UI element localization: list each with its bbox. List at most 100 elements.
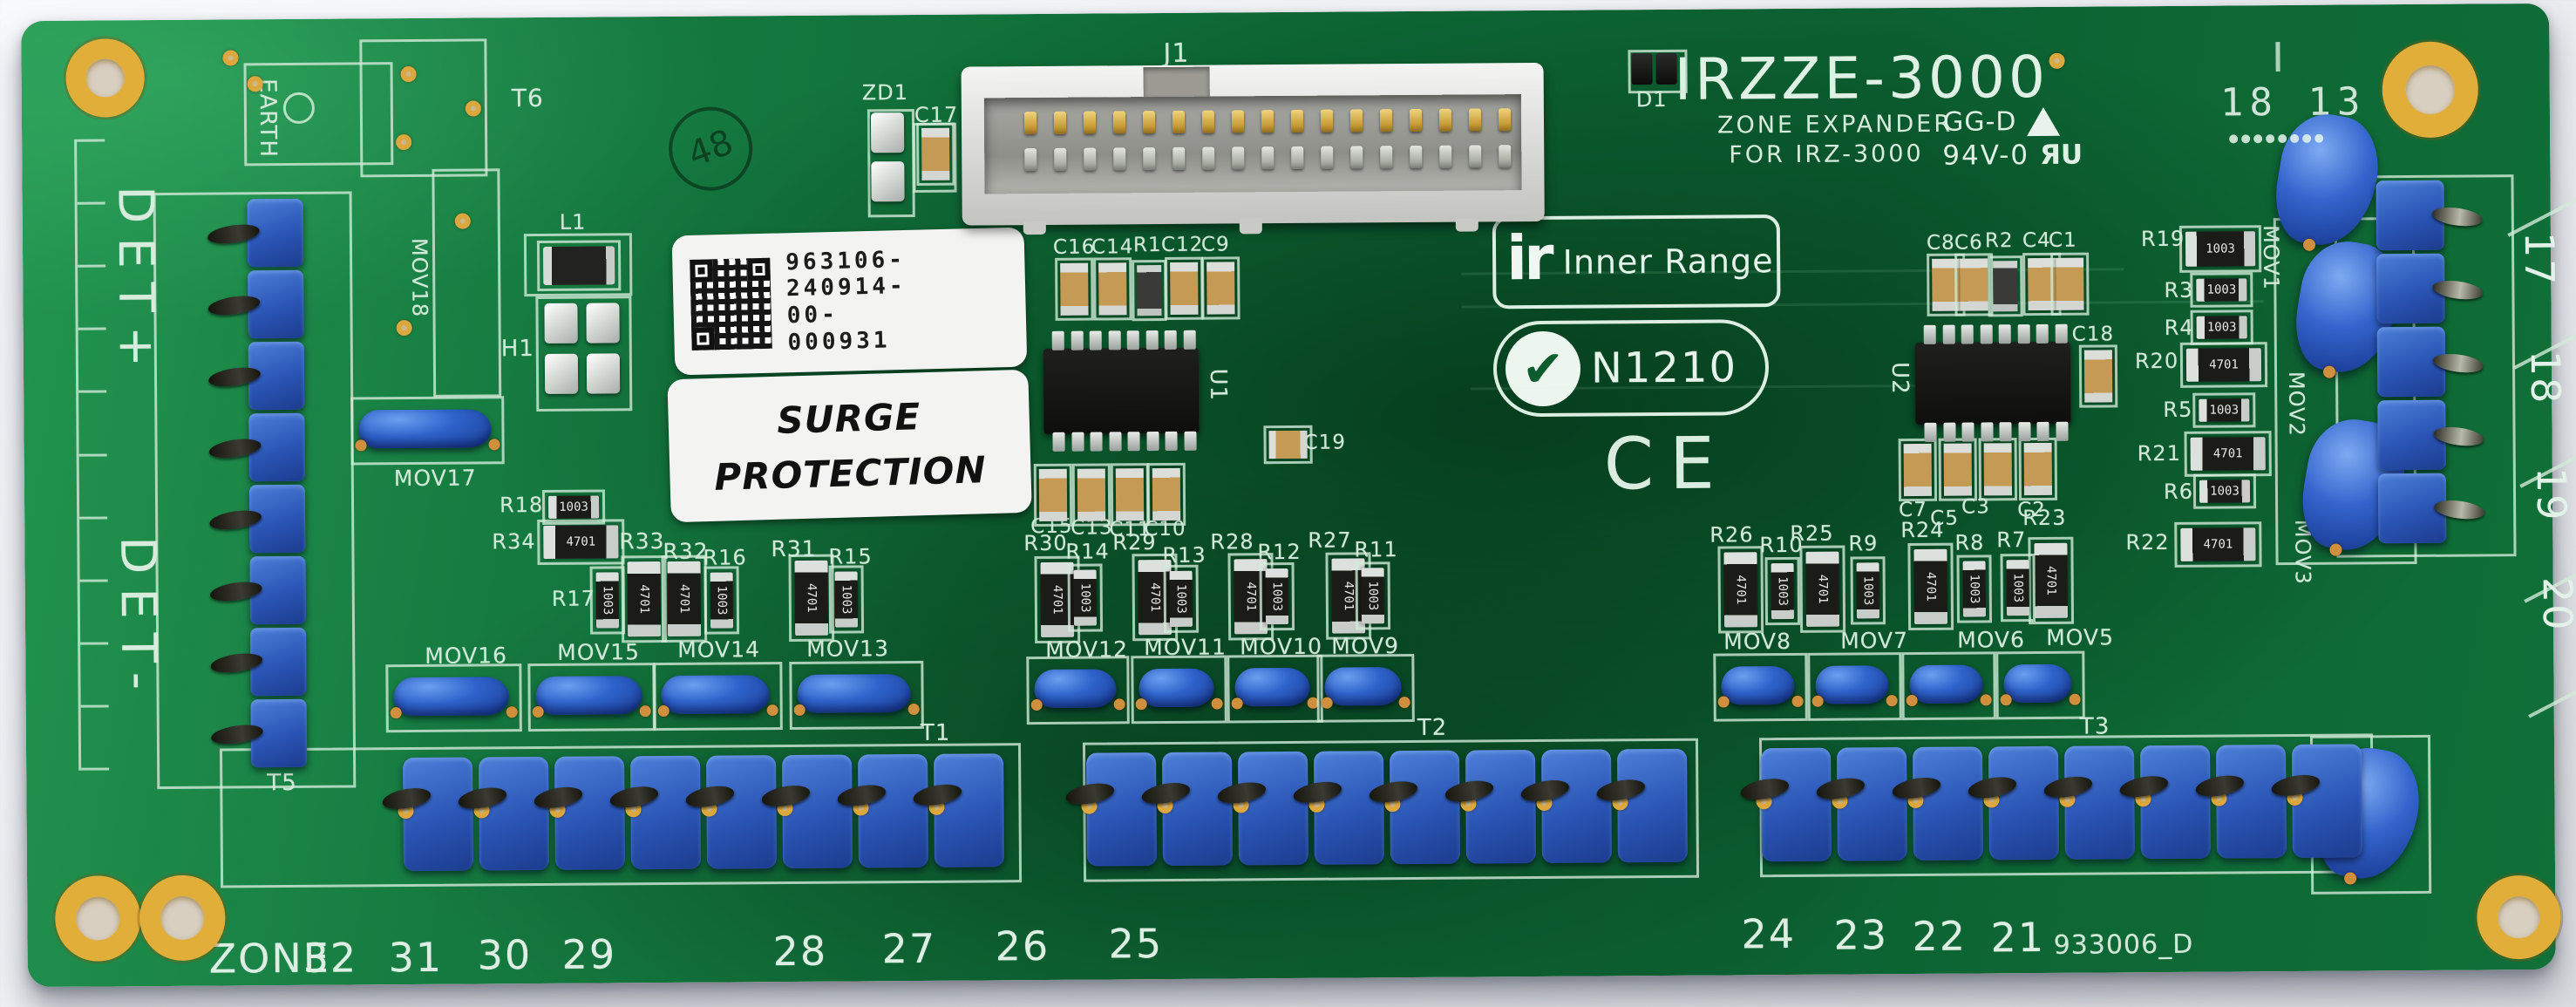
qr-finder-icon — [691, 327, 715, 350]
capacitor-body — [1983, 443, 2013, 496]
silk-bracket-tick — [79, 516, 108, 520]
silk-label: C1 — [2048, 228, 2077, 252]
silk-label: R23 — [2022, 505, 2067, 531]
silk-dot — [2302, 133, 2312, 143]
mov-cell — [789, 660, 924, 731]
silk-label: MOV5 — [2046, 624, 2115, 650]
terminal-block — [1367, 750, 1460, 865]
inner-range-brand: Inner Range — [1562, 242, 1774, 282]
smd-resistor: 1003 — [2192, 473, 2257, 509]
ic-pin — [1923, 324, 1936, 344]
connector-pin — [1468, 108, 1482, 132]
mov-cell — [385, 663, 522, 733]
terminal-block — [380, 757, 473, 872]
connector-pin — [1261, 110, 1274, 133]
ic-pin — [1090, 432, 1103, 452]
ic-pin — [1942, 422, 1956, 442]
terminal-block — [532, 756, 625, 870]
smd-resistor: 1003 — [1259, 561, 1295, 631]
terminal-pin — [1064, 779, 1116, 808]
connector-pin — [1172, 110, 1186, 133]
silk-label: 32 — [302, 934, 358, 982]
mounting-hole — [139, 874, 226, 962]
c-tick-icon: ✔ — [1505, 330, 1581, 407]
mounting-hole — [65, 38, 145, 118]
terminal-block — [1291, 751, 1384, 865]
connector-pin — [1113, 147, 1126, 171]
compliance-mark-text: GG-D — [1942, 106, 2017, 138]
ic-pin — [1942, 324, 1955, 344]
smd-capacitor — [1033, 463, 1073, 527]
mov-lead-dot — [2000, 694, 2012, 706]
ic-pin — [1183, 330, 1196, 350]
mov-cell — [1901, 651, 1996, 721]
terminal-block — [2375, 180, 2484, 251]
mov-varistor — [1815, 665, 1889, 704]
ic-pin — [1145, 432, 1159, 452]
connector-pin — [1202, 146, 1215, 170]
silk-label: MOV2 — [2284, 371, 2309, 437]
mov-lead-dot — [2302, 238, 2316, 251]
smd-resistor: 1003 — [2192, 392, 2256, 428]
connector-pin — [1410, 145, 1423, 169]
silk-outline — [432, 168, 502, 398]
silk-label: T6 — [511, 83, 544, 113]
ic-pin — [1980, 422, 1994, 442]
silk-label: R8 — [1954, 530, 1985, 555]
silk-label: R30 — [1023, 530, 1068, 556]
ic-pin — [1089, 330, 1102, 350]
terminal-block — [835, 753, 928, 868]
serial-number: 963106- 240914- 00- 000931 — [785, 247, 908, 357]
serial-label: 963106- 240914- 00- 000931 — [671, 227, 1028, 376]
mov-varistor — [1138, 668, 1214, 708]
silk-bracket-tick — [80, 642, 109, 645]
resistor-marking: 4701 — [2209, 357, 2239, 372]
silk-label: MOV17 — [393, 465, 477, 492]
silk-label: H1 — [500, 336, 535, 363]
terminal-block — [1443, 750, 1536, 864]
resistor-marking: 1003 — [839, 584, 853, 615]
terminal-block — [1738, 747, 1832, 862]
silk-label: DET+ — [106, 186, 166, 382]
smd-resistor: 1003 — [1764, 556, 1801, 626]
smd-capacitor — [2050, 252, 2090, 316]
silk-label: C6 — [1954, 231, 1983, 255]
surge-protection-label: SURGE PROTECTION — [667, 369, 1032, 523]
mov-lead-dot — [2069, 693, 2081, 705]
via-pad — [396, 134, 412, 151]
mov-lead-dot — [1717, 696, 1730, 708]
mov-varistor — [1034, 669, 1117, 709]
solder-pad — [870, 112, 905, 153]
ic-body — [1043, 347, 1200, 434]
connector-pin — [1379, 109, 1393, 133]
smd-capacitor — [1146, 462, 1186, 527]
board-title: IRZZE-3000 — [1674, 43, 2049, 113]
connector-pin — [1053, 111, 1067, 134]
capacitor-body — [1943, 443, 1973, 496]
silk-label: R22 — [2125, 529, 2170, 555]
capacitor-body — [1152, 467, 1181, 521]
ic-pin — [1127, 432, 1140, 452]
capacitor-body — [1960, 258, 1988, 311]
via-pad — [465, 100, 481, 117]
mov-varistor — [1234, 667, 1310, 707]
silk-bracket-tick — [79, 579, 108, 582]
smd-resistor: 1003 — [541, 489, 606, 525]
smd-capacitor — [1165, 256, 1204, 320]
silk-label: 21 — [1990, 913, 2046, 962]
mov-lead-dot — [1113, 698, 1125, 711]
silk-label: T1 — [920, 719, 951, 746]
resistor-marking: 4701 — [2203, 537, 2233, 552]
date-code-tick — [2275, 42, 2280, 72]
terminal-block — [2042, 745, 2135, 860]
smd-resistor: 4701 — [2184, 431, 2272, 477]
connector-pin — [1261, 146, 1274, 170]
diode-body — [1631, 53, 1653, 85]
smd-resistor: 1003 — [2190, 272, 2253, 308]
serial-line: 963106- — [785, 246, 907, 276]
resistor-marking: 1003 — [600, 585, 615, 616]
smd-resistor: 1003 — [1355, 561, 1391, 630]
silk-label: R7 — [1996, 527, 2027, 553]
silk-label: 25 — [1108, 920, 1164, 968]
idc-connector-leg — [1455, 218, 1478, 232]
